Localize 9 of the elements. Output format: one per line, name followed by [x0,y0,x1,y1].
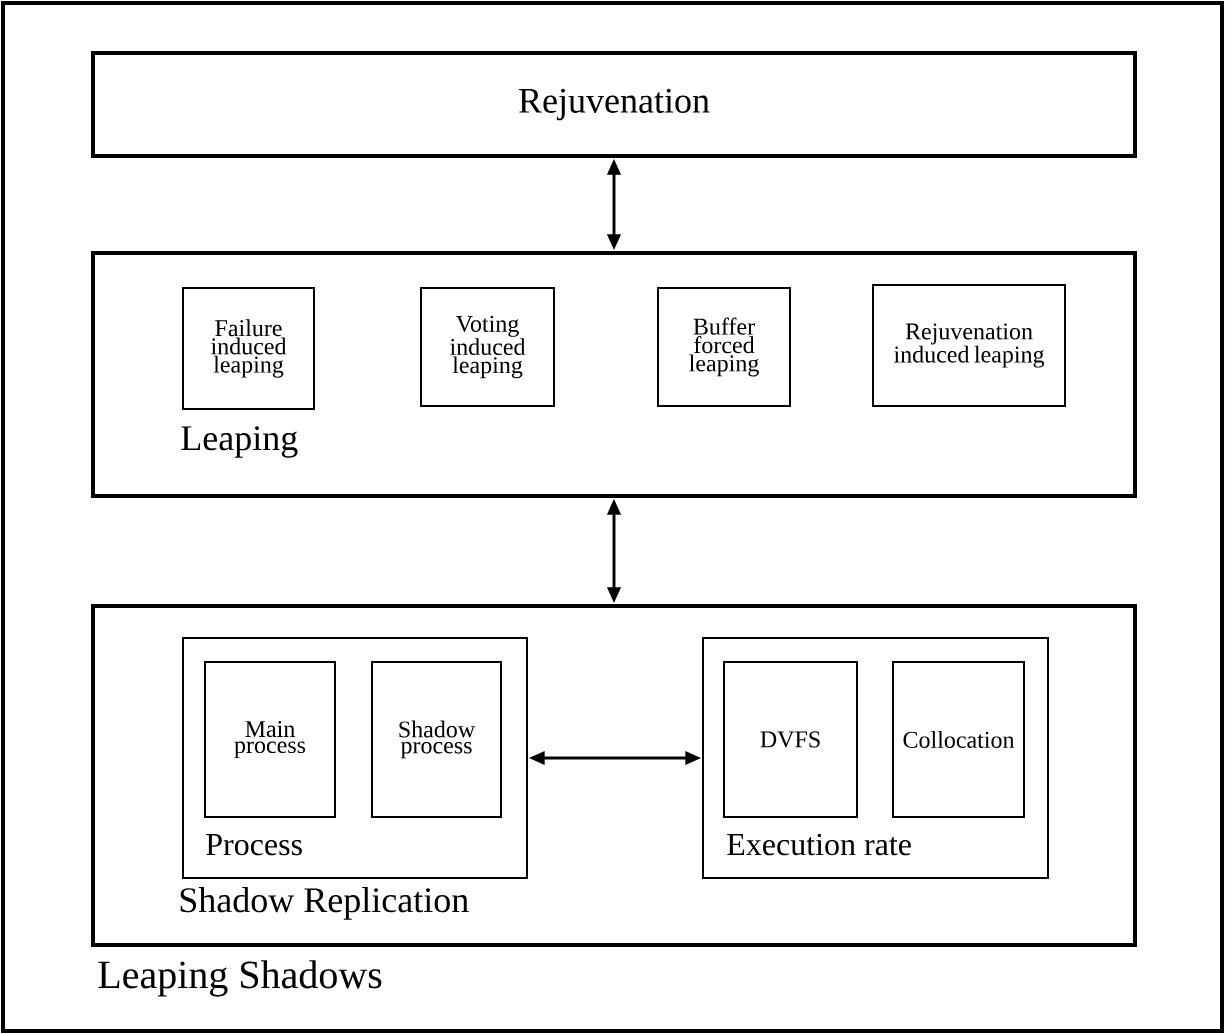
process-box: Voting induced leaping [420,287,555,407]
process-box: Shadow process [371,661,502,818]
process-box: Collocation [892,661,1025,818]
process-box: DVFS [723,661,858,818]
process-box: Failure induced leaping [182,287,315,410]
process-box: Buffer forced leaping [657,287,791,407]
process-box: Rejuvenation induced leaping [872,284,1066,407]
process-box: Main process [204,661,336,818]
process-box: Rejuvenation [91,51,1137,158]
